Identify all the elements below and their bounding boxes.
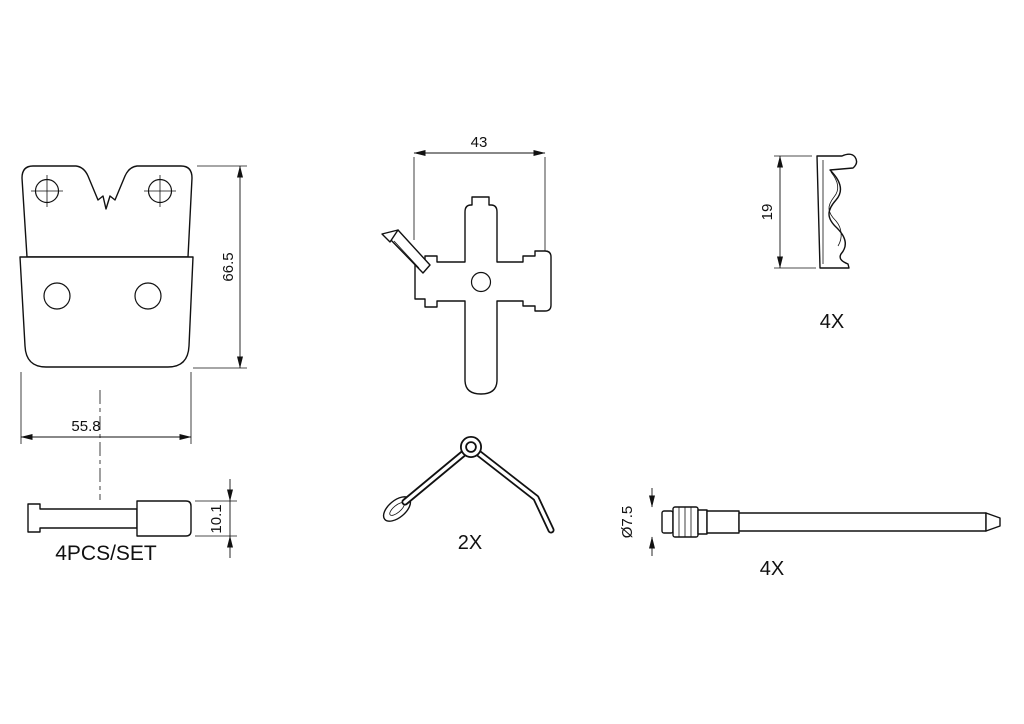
clip-width-value: 43 — [471, 134, 488, 151]
pin-collar-grooves — [678, 507, 692, 537]
pin-end-cap — [661, 510, 674, 534]
pad-front-view — [19, 165, 194, 368]
spring-clip-view: 19 4X — [759, 153, 858, 333]
retainer-clip-view: 43 — [381, 134, 552, 395]
wire-spring-right-leg-outer — [473, 448, 555, 534]
ear-hole-right-crosshair — [144, 175, 176, 207]
pad-width-value: 55.8 — [71, 418, 100, 435]
pin-ring — [697, 509, 708, 535]
wire-spring-apex-loop-inner — [461, 437, 481, 457]
ear-hole-left-crosshair — [31, 175, 63, 207]
clip-spring-wing — [388, 229, 431, 274]
clip-spring-wing-tip — [381, 229, 399, 243]
pin-shaft — [738, 512, 987, 532]
pad-height-dimension: 66.5 — [193, 165, 247, 369]
wire-spring-qty-label: 2X — [458, 532, 482, 554]
pad-hole-left — [43, 282, 71, 310]
pad-height-value: 66.5 — [220, 252, 237, 281]
pad-thickness-dimension: 10.1 — [195, 479, 237, 558]
spring-clip-outline — [816, 153, 858, 269]
spring-clip-inner-wave — [828, 171, 842, 247]
pin-tip — [985, 512, 1001, 532]
guide-pin-view: Ø7.5 4X — [619, 488, 1001, 580]
guide-pin-qty-label: 4X — [760, 558, 784, 580]
wire-spring-view: 2X — [382, 436, 555, 554]
side-backplate-outline — [27, 503, 138, 533]
clip-wing-fold-line — [393, 240, 420, 269]
spring-clip-qty-label: 4X — [820, 311, 844, 333]
side-friction-block — [136, 500, 192, 537]
pin-ribbed-collar — [672, 506, 699, 538]
clip-center-hole — [470, 271, 492, 293]
pad-friction-outline — [19, 256, 194, 368]
pad-hole-right — [134, 282, 162, 310]
spring-height-value: 19 — [759, 204, 776, 221]
wire-spring-left-leg-inner — [403, 451, 466, 504]
wire-spring-right-leg-inner — [475, 450, 553, 532]
pad-width-dimension: 55.8 — [20, 372, 192, 500]
pad-side-view — [27, 500, 192, 537]
pin-diameter-value: Ø7.5 — [619, 506, 636, 539]
pad-thickness-value: 10.1 — [208, 504, 225, 533]
pin-knurled-band — [706, 510, 740, 534]
clip-body-outline — [414, 196, 552, 395]
set-quantity-label: 4PCS/SET — [55, 542, 157, 565]
